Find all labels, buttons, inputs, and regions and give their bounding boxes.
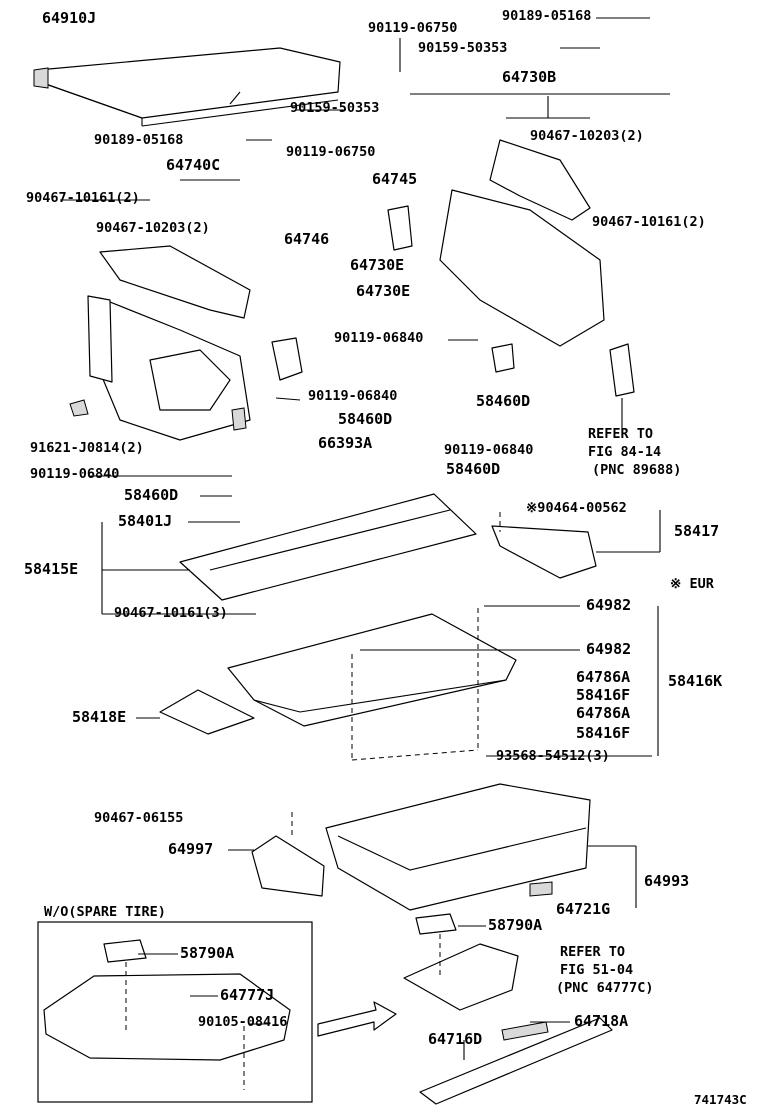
callout-90467-10161-bottom: 90467-10161(3) [114, 605, 228, 621]
callout-66393A: 66393A [318, 434, 373, 452]
left-trim-drawing [69, 245, 303, 441]
refer-b-line-1: REFER TO [560, 944, 626, 960]
callout-90119-06750-mid: 90119-06750 [286, 144, 376, 160]
deck-board-drawing [179, 493, 597, 601]
callout-90467-10203-right: 90467-10203(2) [530, 128, 644, 144]
callout-64786A-b: 64786A [576, 704, 631, 722]
callout-64786A-a: 64786A [576, 668, 631, 686]
inset-title: W/O(SPARE TIRE) [44, 904, 166, 920]
right-trim-drawing [387, 139, 635, 397]
callout-64745: 64745 [372, 170, 418, 188]
drawing-id: 741743C [694, 1092, 747, 1107]
callout-64910J: 64910J [42, 9, 97, 27]
callout-64993: 64993 [644, 872, 690, 890]
callout-58790A-inset: 58790A [180, 944, 235, 962]
callout-64982-a: 64982 [586, 596, 632, 614]
callout-90189-05168-left: 90189-05168 [94, 132, 184, 148]
callout-90467-10203-left: 90467-10203(2) [96, 220, 210, 236]
callout-58416F-a: 58416F [576, 686, 631, 704]
tire-holder-drawing [403, 913, 613, 1105]
callout-64730B: 64730B [502, 68, 557, 86]
callout-91621-J0814: 91621-J0814(2) [30, 440, 144, 456]
callout-90467-10161-left: 90467-10161(2) [26, 190, 140, 206]
callout-90464-00562: ※90464-00562 [526, 500, 627, 516]
region-note-eur: ※ EUR [670, 576, 714, 592]
callout-64716D: 64716D [428, 1030, 483, 1048]
callout-90105-08416: 90105-08416 [198, 1014, 288, 1030]
refer-a-line-2: FIG 84-14 [588, 444, 662, 460]
floor-panel-drawing [159, 608, 517, 761]
callout-58790A-right: 58790A [488, 916, 543, 934]
storage-box-drawing [251, 783, 591, 911]
inset-drawing [37, 921, 397, 1103]
callout-58416K: 58416K [668, 672, 723, 690]
callout-90119-06750-top: 90119-06750 [368, 20, 458, 36]
callout-90119-06840-d: 90119-06840 [30, 466, 120, 482]
callout-90467-10161-right: 90467-10161(2) [592, 214, 706, 230]
refer-b-line-2: FIG 51-04 [560, 962, 634, 978]
callout-90467-06155: 90467-06155 [94, 810, 184, 826]
callout-58460D-a: 58460D [476, 392, 531, 410]
callout-58460D-b: 58460D [338, 410, 393, 428]
callout-90119-06840-c: 90119-06840 [444, 442, 534, 458]
callout-90119-06840-a: 90119-06840 [334, 330, 424, 346]
refer-a-line-1: REFER TO [588, 426, 654, 442]
callout-58418E: 58418E [72, 708, 127, 726]
callout-64740C: 64740C [166, 156, 221, 174]
callout-58460D-c: 58460D [446, 460, 501, 478]
callout-58415E: 58415E [24, 560, 79, 578]
refer-b-line-3: (PNC 64777C) [556, 980, 654, 996]
callout-64721G: 64721G [556, 900, 611, 918]
callout-90189-05168-top: 90189-05168 [502, 8, 592, 24]
callout-64997: 64997 [168, 840, 214, 858]
callout-64746: 64746 [284, 230, 330, 248]
refer-a-line-3: (PNC 89688) [592, 462, 682, 478]
leader-lines [60, 17, 670, 1060]
callout-90159-50353-top: 90159-50353 [418, 40, 508, 56]
callout-58460D-d: 58460D [124, 486, 179, 504]
callout-58401J: 58401J [118, 512, 173, 530]
callout-64718A: 64718A [574, 1012, 629, 1030]
callout-64982-b: 64982 [586, 640, 632, 658]
callout-90119-06840-b: 90119-06840 [308, 388, 398, 404]
callout-64730E-a: 64730E [350, 256, 405, 274]
callout-90159-50353-left: 90159-50353 [290, 100, 380, 116]
callout-93568-54512: 93568-54512(3) [496, 748, 610, 764]
tonneau-cover-drawing [33, 47, 341, 127]
callout-64730E-b: 64730E [356, 282, 411, 300]
callout-58417: 58417 [674, 522, 720, 540]
callout-64777J: 64777J [220, 986, 275, 1004]
callout-58416F-b: 58416F [576, 724, 631, 742]
